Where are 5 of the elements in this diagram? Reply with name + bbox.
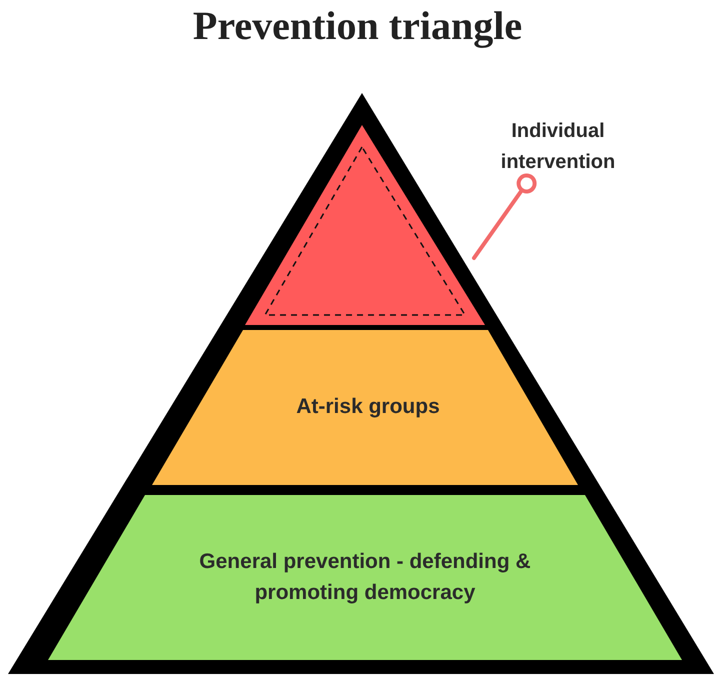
tier-label: General prevention - defending & promoting democracy: [198, 549, 532, 606]
callout-label: Individual intervention: [500, 119, 616, 175]
title: Prevention triangle: [192, 2, 524, 49]
leader-line: [472, 173, 537, 260]
tier-label: At-risk groups: [296, 394, 440, 420]
